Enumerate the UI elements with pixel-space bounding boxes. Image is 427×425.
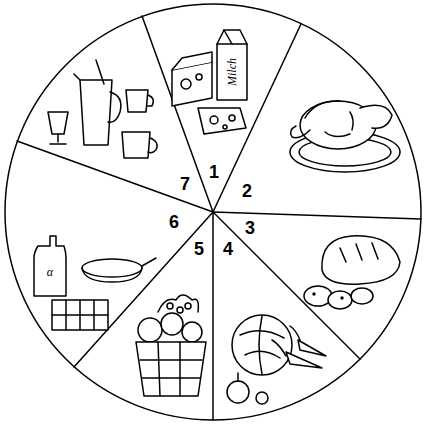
meat-illustration	[290, 101, 400, 172]
dairy-illustration	[172, 30, 247, 134]
callout-number: 3	[245, 219, 255, 237]
bread-illustration	[304, 236, 400, 309]
drinks-illustration	[48, 60, 157, 158]
vegetable-illustration	[227, 315, 326, 404]
callout-number: 4	[223, 240, 233, 258]
carton-text: Milch	[226, 58, 238, 86]
fruit-illustration	[136, 295, 206, 396]
callout-number: 5	[194, 240, 204, 258]
callout-number: 7	[180, 175, 190, 193]
fat-sweet-illustration	[34, 236, 156, 330]
outer-circle	[5, 4, 421, 420]
sector-divider	[17, 16, 421, 420]
callout-number: 6	[169, 213, 179, 231]
callout-number: 1	[209, 163, 219, 181]
callout-number: 2	[242, 182, 252, 200]
bottle-text: α	[47, 266, 53, 278]
